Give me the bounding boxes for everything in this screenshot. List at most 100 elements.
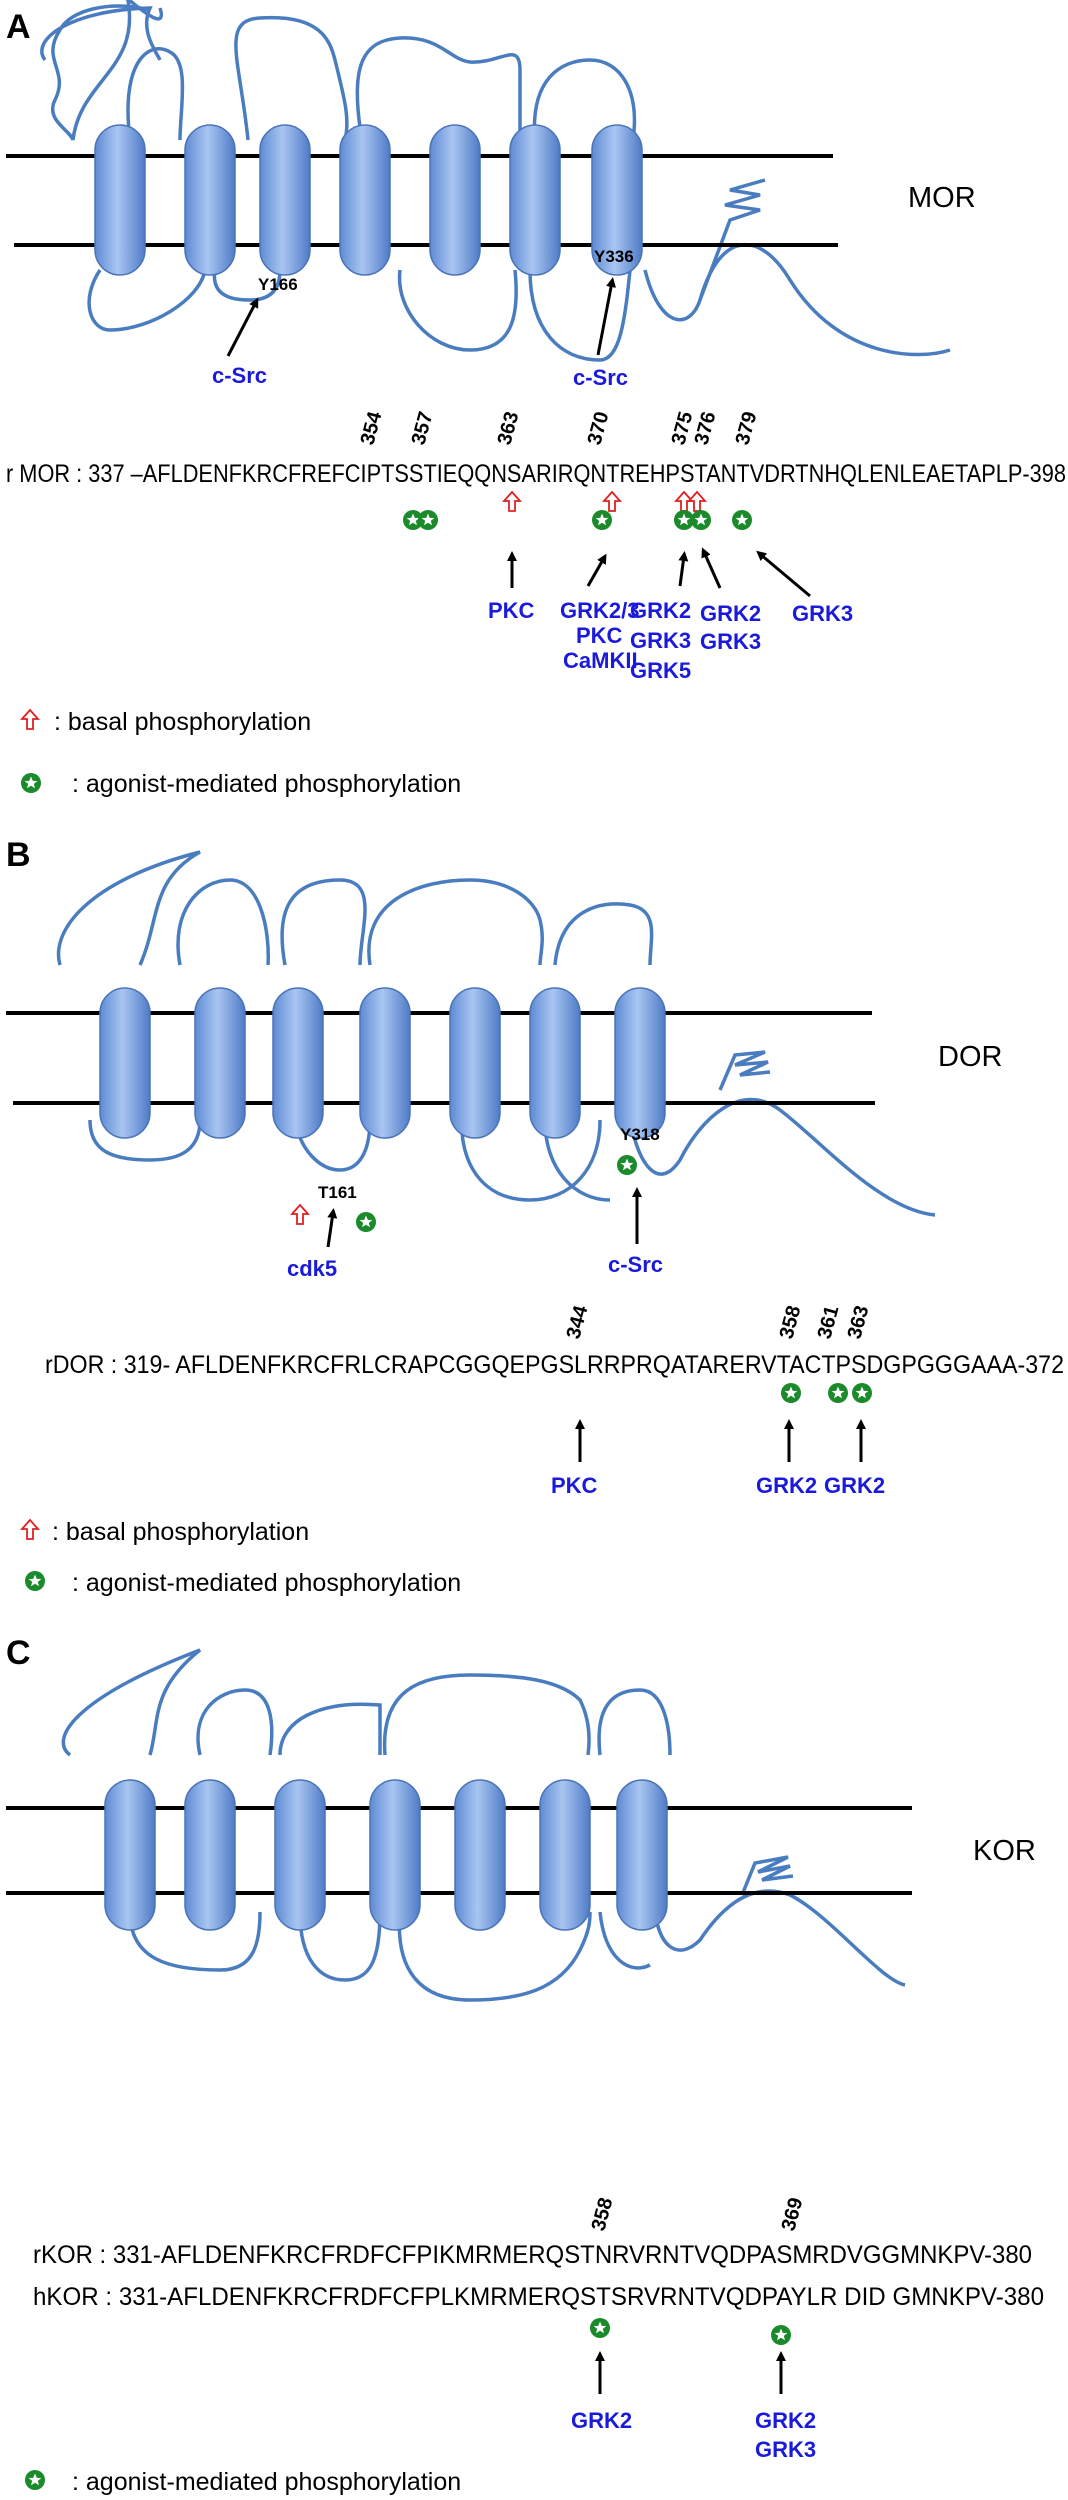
agonist-marker-357 bbox=[418, 510, 438, 530]
helix-b4 bbox=[359, 987, 411, 1139]
loop-seg-c6 bbox=[128, 1911, 262, 1972]
helix-a5 bbox=[429, 124, 481, 276]
sequence-rdor: rDOR : 319- AFLDENFKRCFRLCRAPCGGQEPGSLRR… bbox=[45, 1351, 1064, 1379]
agonist-marker-363 bbox=[852, 1383, 872, 1403]
agonist-marker-369-kor bbox=[771, 2325, 791, 2345]
palmitoyl-zigzag-c bbox=[740, 1855, 794, 1896]
loop-seg-a1 bbox=[40, 6, 162, 62]
legend-agonist-icon-b bbox=[25, 1571, 45, 1591]
kinase-grk5-375: GRK5 bbox=[630, 658, 691, 683]
kinase-pkc-370: PKC bbox=[576, 623, 623, 648]
loop-seg-a5 bbox=[532, 58, 637, 141]
site-369-kor: 369 bbox=[778, 2195, 808, 2233]
loop-seg-b4 bbox=[367, 878, 544, 966]
kinase-grk2-376: GRK2 bbox=[700, 601, 761, 626]
sequence-rmor: r MOR : 337 –AFLDENFKRCFREFCIPTSSTIEQQNS… bbox=[6, 460, 1066, 488]
helix-a3 bbox=[259, 124, 311, 276]
arrow-grk3-379 bbox=[756, 550, 811, 598]
loop-seg-a8 bbox=[397, 269, 518, 352]
agonist-marker-y318 bbox=[617, 1155, 637, 1175]
helix-a7 bbox=[591, 124, 643, 276]
site-357: 357 bbox=[408, 409, 438, 447]
helix-c6 bbox=[539, 1779, 591, 1931]
palmitoyl-zigzag-a bbox=[698, 178, 766, 301]
loop-seg-a9 bbox=[528, 269, 632, 362]
helix-a2 bbox=[184, 124, 236, 276]
kinase-grk3-375: GRK3 bbox=[630, 628, 691, 653]
loop-seg-b8 bbox=[460, 1119, 602, 1202]
loop-seg-a6 bbox=[87, 269, 207, 332]
helix-c5 bbox=[454, 1779, 506, 1931]
helices-a bbox=[94, 124, 643, 276]
agonist-marker-t161 bbox=[356, 1212, 376, 1232]
arrow-csrc-y336 bbox=[596, 277, 616, 356]
agonist-marker-358 bbox=[781, 1383, 801, 1403]
helix-b7 bbox=[614, 987, 666, 1139]
helix-b1 bbox=[99, 987, 151, 1139]
kinase-grk3-376: GRK3 bbox=[700, 629, 761, 654]
arrow-csrc-y166 bbox=[226, 297, 259, 357]
palmitoyl-zigzag-b bbox=[718, 1050, 771, 1091]
arrow-grk23-370 bbox=[586, 553, 607, 587]
loop-seg-a3 bbox=[234, 15, 349, 141]
panel-c: C KOR 358 369 rKOR : 331-AFLDENFKRCFRDFC… bbox=[6, 1634, 1044, 2496]
agonist-marker-379 bbox=[732, 510, 752, 530]
agonist-marker-376 bbox=[691, 510, 711, 530]
legend-basal-icon-a bbox=[21, 709, 39, 730]
kinase-camkii-370: CaMKII bbox=[563, 648, 638, 673]
panel-a: A MOR Y166 Y336 c-Src bbox=[6, 0, 1066, 798]
helix-c7 bbox=[616, 1779, 668, 1931]
residue-y336: Y336 bbox=[594, 247, 634, 266]
loop-seg-b5 bbox=[553, 902, 654, 966]
loop-seg-c1 bbox=[61, 1648, 202, 1757]
helix-b5 bbox=[449, 987, 501, 1139]
site-379: 379 bbox=[732, 409, 762, 447]
agonist-marker-358-kor bbox=[590, 2318, 610, 2338]
loop-seg-c9 bbox=[598, 1911, 651, 1970]
receptor-name-b: DOR bbox=[938, 1041, 1002, 1073]
loop-seg-c2 bbox=[196, 1688, 274, 1756]
site-344: 344 bbox=[563, 1303, 593, 1342]
basal-marker-363 bbox=[503, 491, 521, 512]
helices-c bbox=[104, 1779, 668, 1931]
helix-c3 bbox=[274, 1779, 326, 1931]
kinase-grk3-369-kor: GRK3 bbox=[755, 2437, 816, 2462]
loop-seg-b1 bbox=[56, 850, 201, 966]
site-363: 363 bbox=[844, 1303, 874, 1341]
helix-c2 bbox=[184, 1779, 236, 1931]
receptor-name-c: KOR bbox=[973, 1835, 1036, 1867]
site-358: 358 bbox=[776, 1303, 806, 1341]
helix-a1 bbox=[94, 124, 146, 276]
kinase-csrc-2: c-Src bbox=[573, 365, 628, 390]
c-terminal-tail-b bbox=[628, 1097, 936, 1217]
legend-agonist-icon-c bbox=[25, 2470, 45, 2490]
basal-marker-376 bbox=[688, 491, 706, 512]
legend-agonist-text-c: : agonist-mediated phosphorylation bbox=[72, 2468, 461, 2496]
panel-label-c: C bbox=[6, 1634, 31, 1672]
loop-seg-c7 bbox=[298, 1911, 382, 1982]
loop-seg-b7 bbox=[293, 1119, 372, 1172]
helix-a6 bbox=[509, 124, 561, 276]
loop-seg-c3 bbox=[278, 1702, 382, 1756]
receptor-name-a: MOR bbox=[908, 182, 976, 214]
legend-basal-icon-b bbox=[21, 1519, 39, 1540]
legend-basal-text-b: : basal phosphorylation bbox=[52, 1518, 309, 1546]
loop-seg-c5 bbox=[597, 1688, 672, 1756]
loop-seg-c8 bbox=[397, 1911, 592, 2002]
helix-b2 bbox=[194, 987, 246, 1139]
kinase-pkc-344: PKC bbox=[551, 1473, 598, 1498]
basal-marker-370 bbox=[603, 491, 621, 512]
site-361: 361 bbox=[814, 1303, 844, 1341]
helices-b bbox=[99, 987, 666, 1139]
helix-b3 bbox=[272, 987, 324, 1139]
kinase-grk3-379: GRK3 bbox=[792, 601, 853, 626]
kinase-grk2-363: GRK2 bbox=[824, 1473, 885, 1498]
arrow-cdk5-t161 bbox=[326, 1208, 338, 1248]
kinase-cdk5: cdk5 bbox=[287, 1256, 337, 1281]
sequence-hkor: hKOR : 331-AFLDENFKRCFRDFCFPLKMRMERQSTSR… bbox=[33, 2283, 1044, 2311]
helix-b6 bbox=[529, 987, 581, 1139]
loop-seg-b2 bbox=[176, 878, 270, 966]
basal-marker-t161 bbox=[291, 1204, 309, 1225]
helix-a4 bbox=[339, 124, 391, 276]
